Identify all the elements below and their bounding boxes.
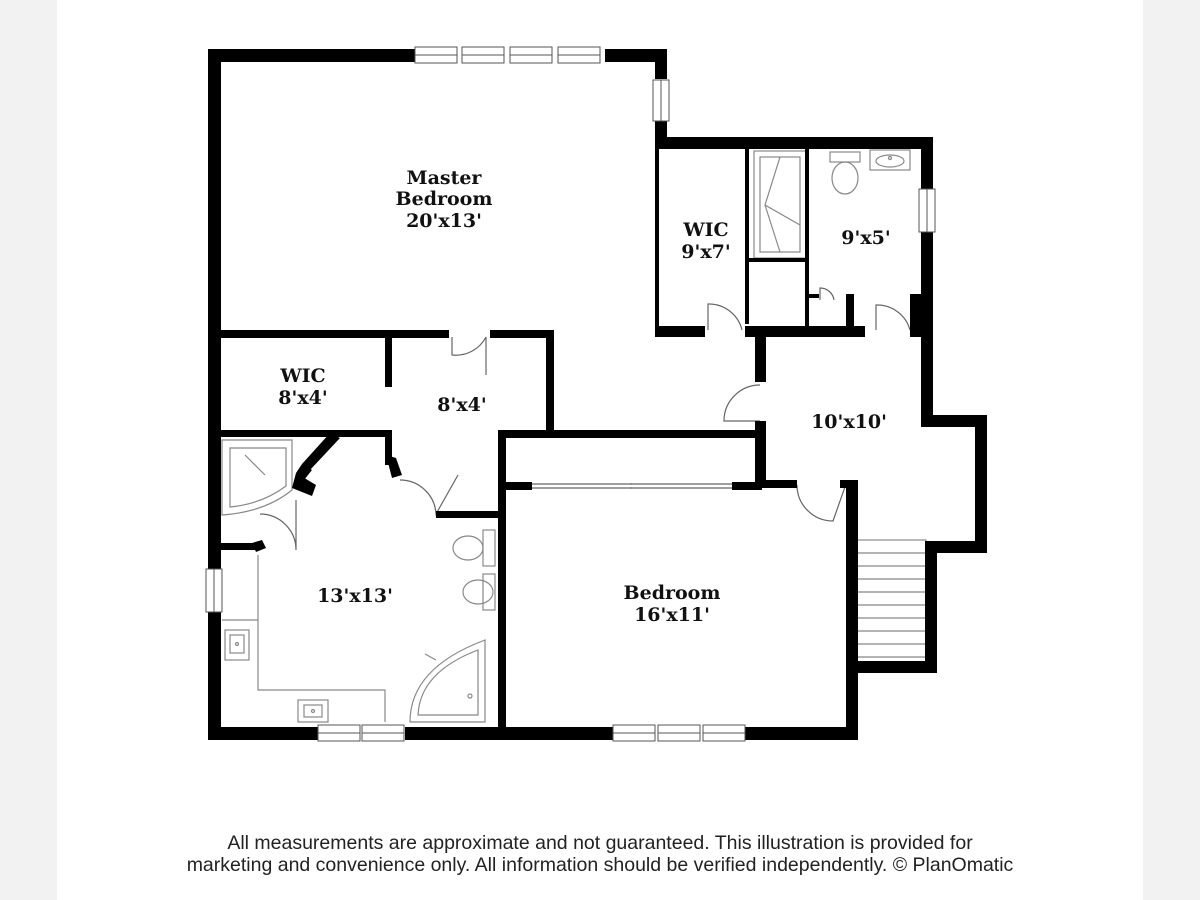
shower-upper: [753, 150, 807, 259]
label-master-bath-dims: 13'x13': [317, 585, 393, 607]
toilet-upper: [829, 151, 861, 195]
floorplan-sheet: [57, 0, 1143, 900]
shower-master-bath: [221, 439, 293, 516]
door-bath-entry: [399, 474, 459, 517]
window-bath-small: [918, 188, 936, 233]
window-left: [205, 568, 223, 613]
door-master-closet: [451, 336, 487, 375]
sink-bottom: [297, 699, 329, 723]
window-top-3: [509, 46, 553, 64]
disclaimer: All measurements are approximate and not…: [0, 832, 1200, 876]
sink-upper: [869, 149, 911, 171]
door-bath-shower: [259, 500, 297, 551]
label-bedroom-dims: 16'x11': [634, 604, 710, 626]
label-wic-upper-dims: 9'x7': [681, 241, 730, 263]
bath-counter: [222, 555, 386, 722]
label-wic-left-name: WIC: [279, 365, 325, 387]
label-landing-dims: 10'x10': [811, 411, 887, 433]
label-master-bedroom-line1: Master: [407, 167, 483, 189]
fixtures: [221, 149, 927, 723]
window-top-1: [414, 46, 458, 64]
doors: [259, 287, 911, 551]
label-wic-left-dims: 8'x4': [278, 387, 327, 409]
window-top-4: [557, 46, 601, 64]
window-bottom-2: [361, 724, 405, 742]
toilet-master-b: [462, 573, 496, 611]
disclaimer-line-1: All measurements are approximate and not…: [227, 832, 973, 854]
walls: [208, 49, 987, 740]
staircase: [855, 539, 927, 671]
sink-left: [224, 629, 250, 661]
window-right-upper: [652, 79, 670, 122]
door-bedroom: [796, 483, 847, 522]
toilet-master-a: [452, 529, 496, 567]
room-labels: Master Bedroom 20'x13' WIC 9'x7' 9'x5' W…: [278, 167, 890, 626]
window-bottom-1: [317, 724, 361, 742]
disclaimer-line-2: marketing and convenience only. All info…: [186, 854, 1014, 876]
door-bath-small-a: [819, 287, 835, 301]
label-master-bedroom-dims: 20'x13': [406, 210, 482, 232]
label-master-bedroom-line2: Bedroom: [396, 188, 493, 210]
windows: [205, 46, 936, 742]
window-top-2: [461, 46, 505, 64]
door-wic-upper: [707, 303, 743, 331]
window-bottom-4: [657, 724, 701, 742]
label-wic-upper-name: WIC: [682, 219, 728, 241]
corner-tub: [409, 639, 486, 723]
window-bottom-3: [612, 724, 656, 742]
label-bath-small-dims: 9'x5': [841, 227, 890, 249]
door-landing: [723, 384, 761, 422]
door-bath-small-b: [875, 304, 911, 331]
window-bottom-5: [702, 724, 746, 742]
label-bedroom-name: Bedroom: [624, 582, 721, 604]
label-hall-closet-dims: 8'x4': [437, 394, 486, 416]
